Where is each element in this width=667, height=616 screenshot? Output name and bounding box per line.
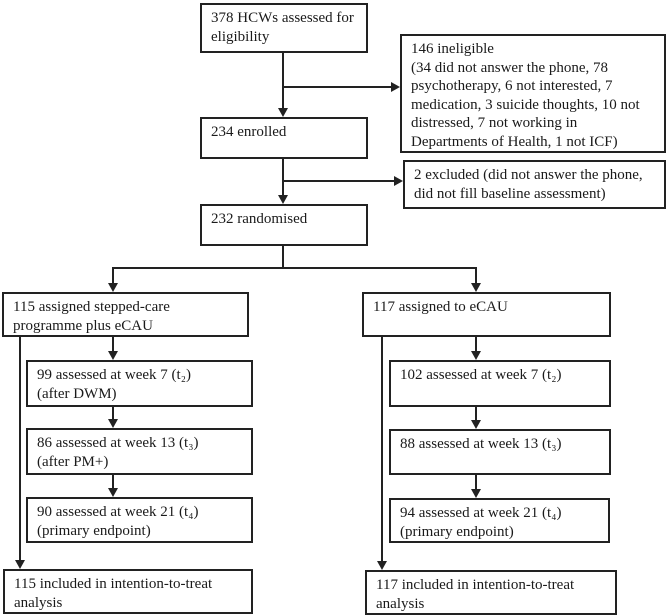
flow-box-left-week7: 99 assessed at week 7 (t₂) (after DWM) bbox=[26, 360, 253, 407]
flow-box-enrolled: 234 enrolled bbox=[200, 117, 368, 159]
flow-box-right-week21: 94 assessed at week 21 (t₄) (primary end… bbox=[389, 498, 610, 543]
flow-box-excluded: 2 excluded (did not answer the phone, di… bbox=[403, 160, 666, 209]
flow-box-randomised: 232 randomised bbox=[200, 204, 368, 246]
flow-box-right-week7: 102 assessed at week 7 (t₂) bbox=[389, 360, 611, 407]
flow-box-left-week13: 86 assessed at week 13 (t₃) (after PM+) bbox=[26, 428, 253, 475]
flow-box-left-itt-analysis: 115 included in intention-to-treat analy… bbox=[3, 569, 253, 614]
flow-box-right-week13: 88 assessed at week 13 (t₃) bbox=[389, 429, 611, 475]
flow-box-right-assigned-ecau: 117 assigned to eCAU bbox=[362, 292, 611, 337]
flow-box-assessed-eligibility: 378 HCWs assessed for eligibility bbox=[200, 3, 368, 53]
flow-box-ineligible: 146 ineligible (34 did not answer the ph… bbox=[400, 34, 666, 153]
flow-box-left-assigned-stepped-care: 115 assigned stepped-care programme plus… bbox=[2, 292, 249, 337]
flow-box-right-itt-analysis: 117 included in intention-to-treat analy… bbox=[365, 570, 617, 615]
flow-box-left-week21: 90 assessed at week 21 (t₄) (primary end… bbox=[26, 497, 253, 543]
